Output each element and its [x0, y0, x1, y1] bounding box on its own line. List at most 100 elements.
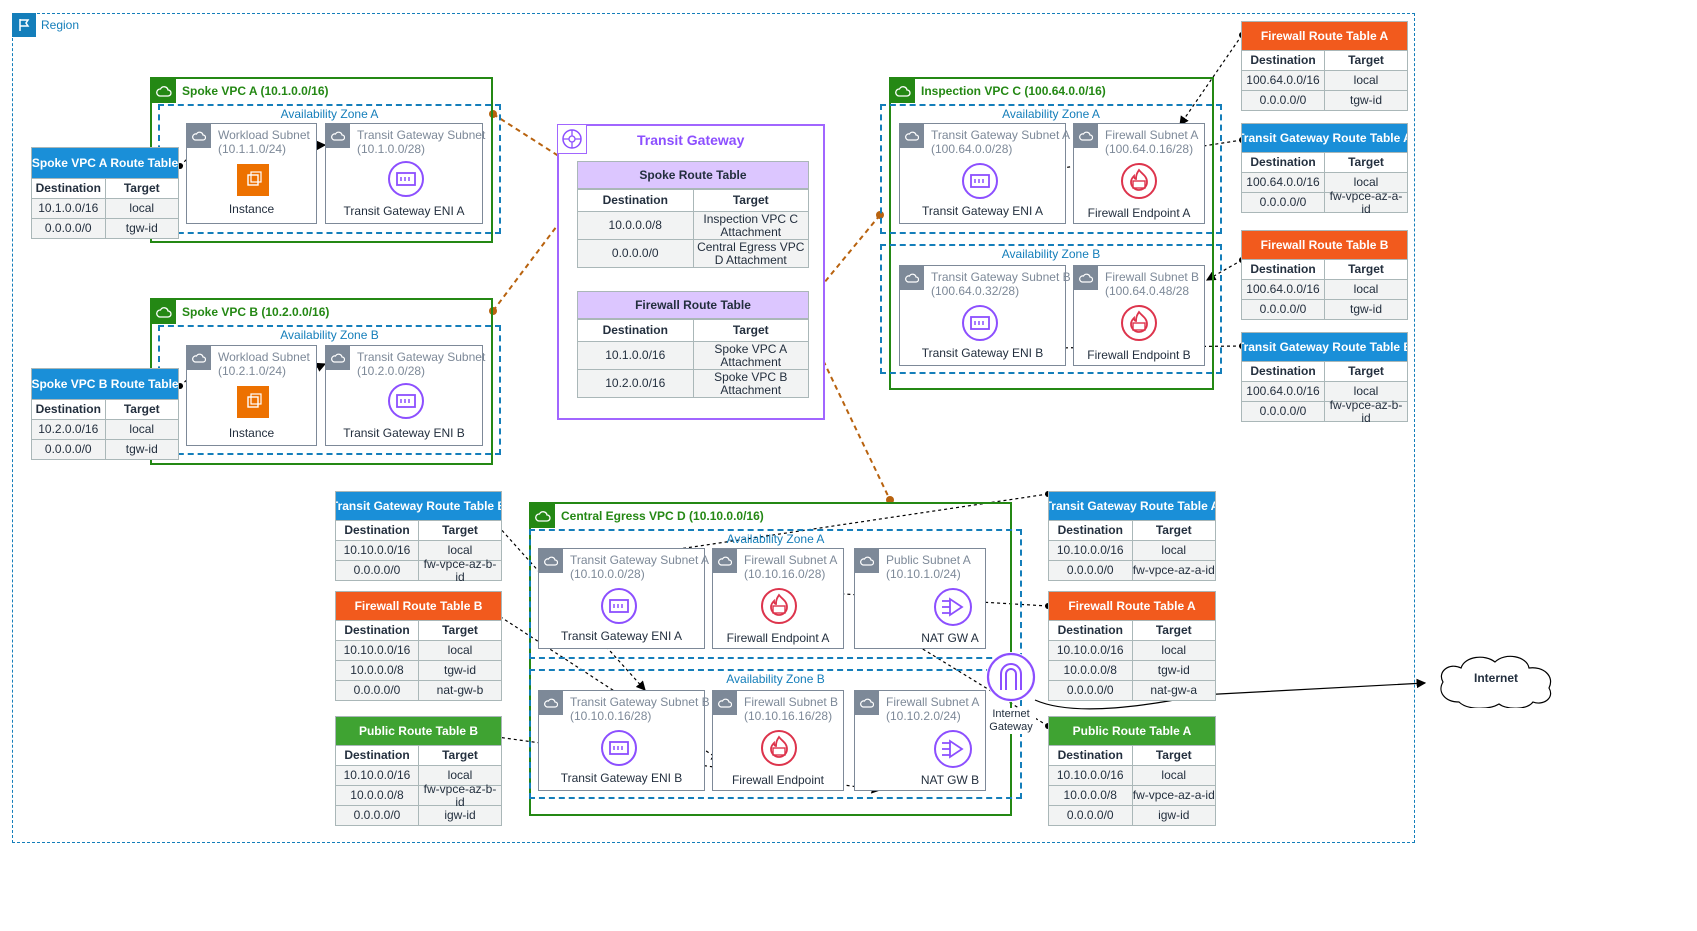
firewall-subnet-a-egress[interactable]: Firewall Subnet A(10.10.16.0/28) Firewal…	[712, 548, 844, 649]
workload-subnet-b[interactable]: Workload Subnet(10.2.1.0/24) Instance	[186, 345, 317, 446]
cell-destination: 10.0.0.0/8	[350, 663, 404, 677]
ec2-instance-icon[interactable]	[237, 164, 269, 196]
public-subnet-b-egress[interactable]: Firewall Subnet A(10.10.2.0/24) NAT GW B	[854, 690, 986, 791]
firewall-endpoint-icon[interactable]	[1120, 162, 1158, 205]
tgw-subnet-a-inspection[interactable]: Transit Gateway Subnet A(100.64.0.0/28) …	[899, 123, 1070, 224]
ec2-instance-icon[interactable]	[237, 386, 269, 418]
internet-label: Internet	[1473, 671, 1518, 685]
col-target: Target	[1324, 51, 1407, 70]
nat-gateway-icon[interactable]	[933, 729, 973, 774]
internet-cloud[interactable]: Internet	[1433, 652, 1559, 713]
col-destination: Destination	[344, 748, 410, 762]
eni-icon[interactable]	[961, 304, 999, 347]
transit-gateway-title: Transit Gateway	[637, 132, 745, 148]
inspection-tgw-route-table-a[interactable]: Transit Gateway Route Table A Destinatio…	[1241, 123, 1408, 215]
col-target: Target	[1324, 153, 1407, 172]
az-a-egress: Availability Zone A	[529, 529, 1022, 659]
col-target: Target	[104, 400, 179, 419]
workload-subnet-a[interactable]: Workload Subnet(10.1.1.0/24) Instance	[186, 123, 317, 224]
col-target: Target	[1131, 521, 1216, 540]
transit-gateway-icon	[557, 124, 587, 154]
firewall-endpoint-icon[interactable]	[760, 729, 798, 772]
subnet-icon	[187, 346, 211, 370]
egress-tgw-route-table-b[interactable]: Transit Gateway Route Table B Destinatio…	[335, 491, 502, 583]
tgw-subnet-b-egress[interactable]: Transit Gateway Subnet B(10.10.0.16/28) …	[538, 690, 710, 791]
firewall-subnet-b-inspection[interactable]: Firewall Subnet B(100.64.0.48/28 Firewal…	[1073, 265, 1205, 366]
eni-icon[interactable]	[387, 160, 425, 203]
eni-icon[interactable]	[961, 162, 999, 205]
egress-tgw-route-table-a[interactable]: Transit Gateway Route Table A Destinatio…	[1048, 491, 1216, 581]
resource-label: Transit Gateway ENI B	[560, 771, 683, 785]
az-a-inspection: Availability Zone A	[880, 104, 1222, 234]
eni-icon[interactable]	[600, 587, 638, 630]
firewall-subnet-a-inspection[interactable]: Firewall Subnet A(100.64.0.16/28) Firewa…	[1073, 123, 1205, 224]
cell-destination: 0.0.0.0/0	[44, 442, 92, 456]
subnet-cidr: (10.10.16.0/28)	[744, 567, 826, 581]
resource-label: Firewall Endpoint A	[726, 631, 830, 645]
tgw-subnet-spoke-a[interactable]: Transit Gateway Subnet(10.1.0.0/28) Tran…	[325, 123, 485, 224]
cell-target: Spoke VPC A Attachment	[692, 342, 809, 369]
route-row: 0.0.0.0/0 tgw-id	[1242, 90, 1407, 110]
nat-gateway-icon[interactable]	[933, 587, 973, 632]
cell-destination: 100.64.0.0/16	[1246, 384, 1320, 398]
cell-target: tgw-id	[1131, 661, 1216, 680]
resource-label: Transit Gateway ENI B	[343, 426, 465, 440]
subnet-name: Firewall Subnet A	[744, 553, 838, 567]
firewall-endpoint-icon[interactable]	[760, 587, 798, 630]
eni-icon[interactable]	[387, 382, 425, 425]
subnet-icon	[539, 691, 563, 715]
tgw-subnet-a-egress[interactable]: Transit Gateway Subnet A(10.10.0.0/28) T…	[538, 548, 709, 649]
firewall-endpoint-icon[interactable]	[1120, 304, 1158, 347]
cell-destination: 10.10.0.0/16	[1056, 543, 1124, 557]
eni-icon[interactable]	[600, 729, 638, 772]
cell-destination: 0.0.0.0/0	[1259, 93, 1307, 107]
firewall-subnet-b-egress[interactable]: Firewall Subnet B(10.10.16.16/28) Firewa…	[712, 690, 844, 791]
cell-target: local	[104, 199, 179, 218]
region-boundary	[12, 13, 1415, 843]
subnet-icon	[1074, 266, 1098, 290]
cell-target: local	[1324, 382, 1407, 401]
resource-label: Transit Gateway ENI A	[561, 629, 682, 643]
col-destination: Destination	[1057, 523, 1123, 537]
subnet-cidr: (100.64.0.48/28	[1105, 284, 1190, 298]
region-flag-icon	[12, 13, 36, 37]
col-target: Target	[1324, 260, 1407, 279]
subnet-name: Firewall Subnet B	[1105, 270, 1200, 284]
cell-target: tgw-id	[1324, 91, 1407, 110]
col-destination: Destination	[1057, 623, 1123, 637]
public-subnet-a-egress[interactable]: Public Subnet A(10.10.1.0/24) NAT GW A	[854, 548, 986, 649]
cell-destination: 100.64.0.0/16	[1246, 175, 1320, 189]
tgw-subnet-b-inspection[interactable]: Transit Gateway Subnet B(100.64.0.32/28)…	[899, 265, 1071, 366]
cell-destination: 0.0.0.0/0	[1259, 404, 1307, 418]
inspection-tgw-route-table-b[interactable]: Transit Gateway Route Table B Destinatio…	[1241, 332, 1408, 424]
tgw-subnet-spoke-b[interactable]: Transit Gateway Subnet(10.2.0.0/28) Tran…	[325, 345, 485, 446]
resource-label: Transit Gateway ENI A	[922, 204, 1043, 218]
cell-target: Spoke VPC B Attachment	[692, 370, 809, 397]
cell-destination: 0.0.0.0/0	[353, 683, 401, 697]
subnet-cidr: (100.64.0.0/28)	[931, 142, 1013, 156]
internet-gateway-icon[interactable]	[986, 652, 1036, 702]
subnet-name: Workload Subnet	[218, 128, 310, 142]
cell-target: local	[1324, 71, 1407, 90]
subnet-cidr: (100.64.0.32/28)	[931, 284, 1020, 298]
